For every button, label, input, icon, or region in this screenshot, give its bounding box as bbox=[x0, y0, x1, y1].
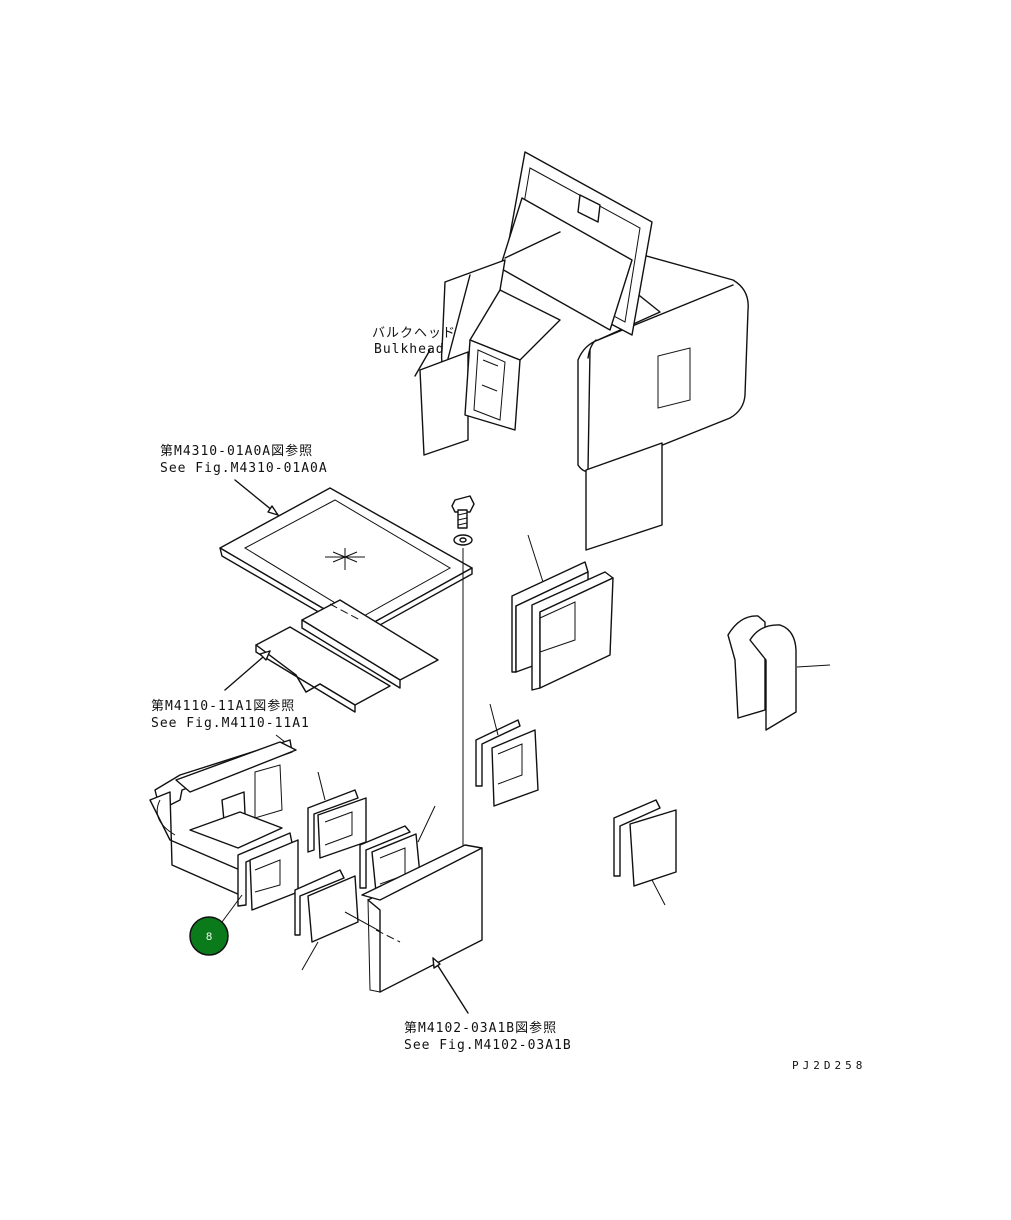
cab-assembly bbox=[419, 151, 749, 551]
ref2-label-en: See Fig.M4110-11A1 bbox=[151, 716, 310, 731]
insulation-pad-small-right bbox=[613, 799, 677, 906]
leader-lines bbox=[221, 349, 469, 1014]
floor-panel bbox=[219, 487, 473, 713]
bolt-and-washer bbox=[451, 495, 475, 848]
callout-8[interactable]: 8 bbox=[189, 916, 229, 956]
ref1-label-en: See Fig.M4310-01A0A bbox=[160, 461, 328, 476]
drawing-code: PJ2D258 bbox=[792, 1059, 866, 1072]
ref3-label-jp: 第M4102-03A1B図参照 bbox=[404, 1020, 557, 1036]
bulkhead-label-en: Bulkhead bbox=[374, 342, 445, 357]
lower-pads bbox=[237, 771, 483, 993]
bulkhead-label-jp: バルクヘッド bbox=[372, 326, 456, 341]
seat-stand bbox=[149, 734, 297, 896]
insulation-pad-right bbox=[727, 615, 831, 731]
ref2-label-jp: 第M4110-11A1図参照 bbox=[151, 698, 295, 714]
insulation-pad-large bbox=[511, 534, 614, 691]
callout-number: 8 bbox=[206, 931, 212, 943]
ref3-label-en: See Fig.M4102-03A1B bbox=[404, 1038, 572, 1053]
ref1-label-jp: 第M4310-01A0A図参照 bbox=[160, 443, 313, 459]
insulation-pad-mid bbox=[475, 703, 539, 807]
